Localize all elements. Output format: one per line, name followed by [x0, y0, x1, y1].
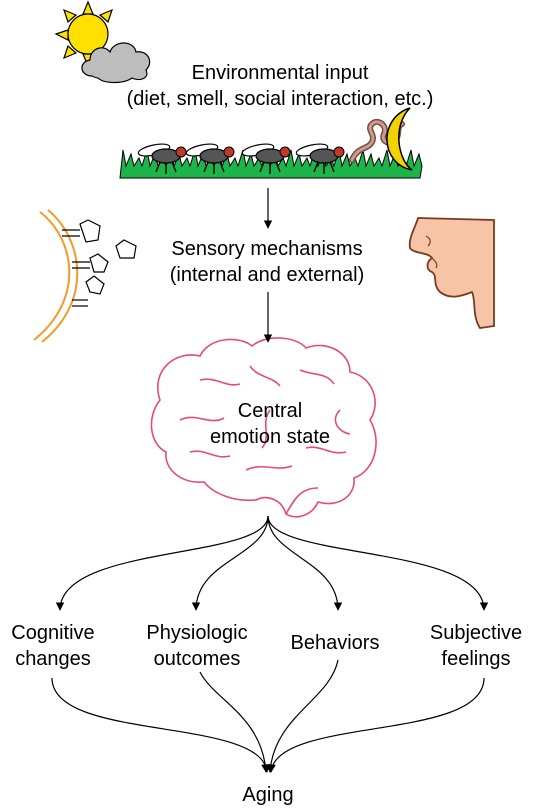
sensory-mechanisms-label: Sensory mechanisms (internal and externa…	[130, 236, 404, 288]
outcome-label-line1: Subjective	[429, 622, 523, 644]
arrow-subjective-to-aging	[267, 677, 485, 773]
aging-label: Aging	[242, 784, 294, 806]
fly-icon	[241, 143, 291, 174]
sensory-mechanisms-subtitle: (internal and external)	[169, 264, 365, 286]
central-label-line2: emotion state	[209, 426, 331, 448]
arrow-to-cognitive	[55, 515, 269, 611]
arrow-to-behaviors	[267, 515, 343, 611]
flies-group	[137, 143, 345, 174]
environmental-input-label: Environmental input (diet, smell, social…	[60, 60, 500, 112]
outcome-label-line2: feelings	[441, 648, 511, 670]
outcome-physiologic-outcomes: Physiologic outcomes	[130, 620, 264, 672]
environmental-input-title: Environmental input	[191, 62, 369, 84]
outcome-label-line1: Cognitive	[11, 622, 95, 644]
receptor-membrane-icon	[33, 209, 137, 343]
outcome-label-line1: Behaviors	[290, 632, 380, 654]
arrow-to-physiologic	[191, 515, 269, 611]
environmental-input-examples: (diet, smell, social interaction, etc.)	[126, 88, 434, 110]
arrow-cognitive-to-aging	[51, 677, 271, 773]
fly-icon	[185, 143, 235, 174]
arrow-to-subjective	[267, 515, 489, 611]
sensory-mechanisms-title: Sensory mechanisms	[171, 238, 363, 260]
outcome-label-line2: outcomes	[153, 648, 241, 670]
fly-icon	[137, 143, 187, 174]
outcome-label-line1: Physiologic	[146, 622, 248, 644]
moon-icon	[386, 107, 413, 171]
connectors	[51, 188, 489, 773]
arrow-behaviors-to-aging	[266, 659, 339, 773]
outcome-cognitive-changes: Cognitive changes	[0, 620, 106, 672]
outcome-subjective-feelings: Subjective feelings	[418, 620, 534, 672]
cloud-icon	[81, 42, 151, 84]
face-profile-icon	[408, 217, 495, 329]
outcome-behaviors: Behaviors	[280, 630, 390, 656]
brain-icon	[150, 337, 377, 518]
central-label-line1: Central	[237, 400, 303, 422]
central-emotion-state-label: Central emotion state	[190, 398, 350, 450]
fly-icon	[295, 143, 345, 174]
outcome-label-line2: changes	[15, 648, 91, 670]
arrow-physiologic-to-aging	[199, 671, 270, 773]
